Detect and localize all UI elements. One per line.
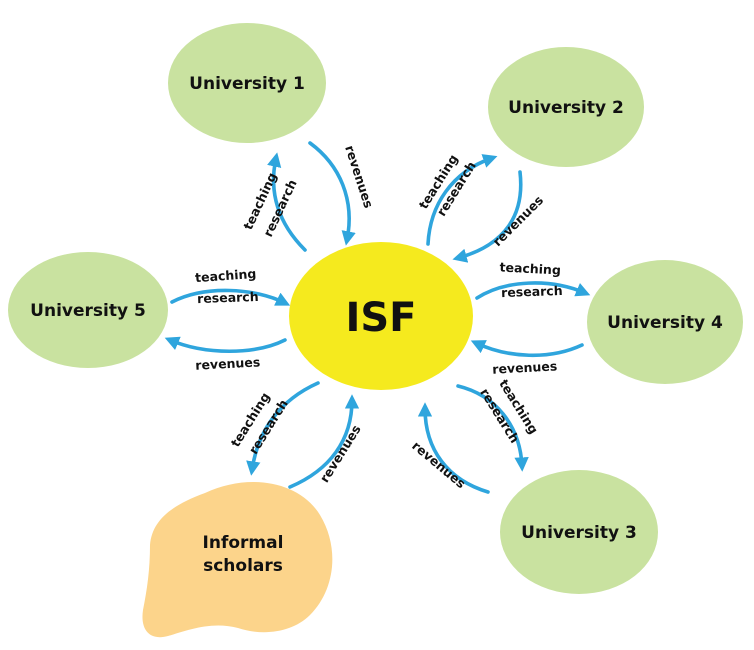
university-4-ellipse [587,260,743,384]
university-3-ellipse [500,470,658,594]
center-node-isf: ISF [289,242,473,390]
edge-label-informal-revenues: revenues [317,422,364,485]
informal-scholars-label-line2: scholars [203,556,283,576]
university-5-ellipse [8,252,168,368]
edge-label-u3-revenues: revenues [409,438,468,491]
arrow-informal-scholars-to-isf [288,394,360,489]
informal-scholars-label-line1: Informal [203,533,284,553]
university-2-ellipse [488,47,644,167]
university-1-ellipse [168,23,326,143]
arrow-university-4-to-isf [470,340,584,358]
edge-label-u4-teaching: teaching [499,259,561,277]
arrow-isf-to-university-5 [170,288,291,306]
arrow-isf-to-informal-scholars [246,381,320,476]
node-university-5: University 5 [8,252,168,368]
center-ellipse [289,242,473,390]
edge-label-u4-research: research [501,283,563,300]
node-university-2: University 2 [488,47,644,167]
edge-label-u5-teaching: teaching [195,266,257,285]
university-3-label: University 3 [521,523,637,543]
arrow-isf-to-university-1 [267,152,307,252]
arrow-isf-to-university-4 [475,281,591,300]
arrow-isf-to-university-2 [426,154,498,246]
university-4-label: University 4 [607,313,723,333]
arrow-university-1-to-isf [308,141,356,246]
arrow-university-3-to-isf [417,402,490,494]
node-university-3: University 3 [500,470,658,594]
node-informal-scholars: Informal scholars [142,481,333,638]
university-5-label: University 5 [30,301,146,321]
node-university-4: University 4 [587,260,743,384]
arrow-isf-to-university-3 [456,384,529,472]
node-university-1: University 1 [168,23,326,143]
arrow-university-2-to-isf [452,170,523,263]
informal-scholars-blob [142,481,333,638]
center-label: ISF [345,295,416,341]
edge-label-u4-revenues: revenues [492,358,558,376]
arrow-university-5-to-isf [164,336,287,354]
edge-label-u5-research: research [197,289,259,306]
university-1-label: University 1 [189,74,305,94]
university-2-label: University 2 [508,98,624,118]
edge-label-u5-revenues: revenues [195,354,261,372]
